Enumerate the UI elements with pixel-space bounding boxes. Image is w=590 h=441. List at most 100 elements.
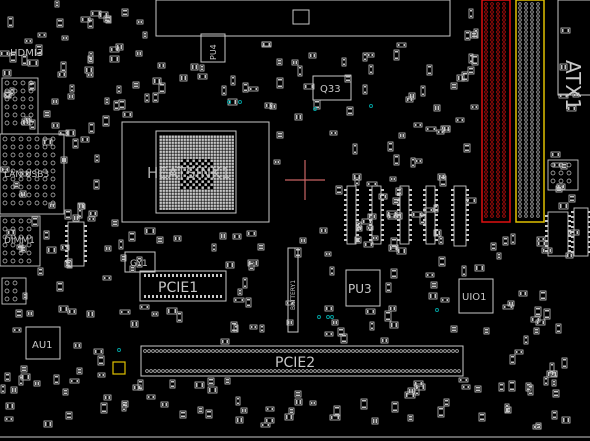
- smd-part[interactable]: [269, 103, 277, 110]
- smd-part[interactable]: [230, 321, 238, 333]
- smd-part[interactable]: [561, 416, 571, 424]
- smd-part[interactable]: [463, 143, 471, 153]
- smd-part[interactable]: [363, 241, 374, 248]
- smd-part[interactable]: [104, 245, 112, 252]
- smd-part[interactable]: [73, 342, 82, 349]
- smd-part[interactable]: [65, 411, 73, 420]
- smd-part[interactable]: [51, 98, 59, 105]
- smd-part[interactable]: [346, 106, 354, 116]
- smd-part[interactable]: [532, 424, 542, 430]
- smd-part[interactable]: [533, 327, 540, 335]
- smd-part[interactable]: [440, 125, 451, 131]
- smd-part[interactable]: [69, 84, 75, 93]
- smd-part[interactable]: [319, 227, 328, 234]
- smd-part[interactable]: [552, 389, 560, 398]
- smd-part[interactable]: [464, 30, 471, 41]
- smd-part[interactable]: [80, 16, 91, 23]
- smd-part[interactable]: [56, 281, 64, 292]
- smd-part[interactable]: [2, 69, 12, 77]
- smd-part[interactable]: [62, 388, 69, 396]
- smd-part[interactable]: [20, 365, 28, 373]
- smd-part[interactable]: [414, 385, 420, 396]
- smd-part[interactable]: [259, 324, 265, 333]
- smd-part[interactable]: [518, 290, 528, 297]
- smd-part[interactable]: [504, 403, 510, 413]
- battery-component[interactable]: BATTERY1: [287, 247, 299, 333]
- smd-part[interactable]: [43, 420, 53, 428]
- smd-part[interactable]: [242, 277, 248, 289]
- smd-part[interactable]: [9, 87, 15, 96]
- smd-part[interactable]: [276, 131, 284, 139]
- smd-part[interactable]: [568, 194, 576, 203]
- smd-part[interactable]: [368, 64, 374, 75]
- smd-part[interactable]: [473, 28, 479, 39]
- smd-part[interactable]: [407, 414, 414, 422]
- smd-part[interactable]: [396, 42, 407, 48]
- smd-part[interactable]: [10, 386, 18, 394]
- smd-part[interactable]: [48, 202, 56, 209]
- smd-part[interactable]: [20, 171, 30, 177]
- smd-part[interactable]: [156, 236, 164, 244]
- smd-part[interactable]: [19, 190, 27, 198]
- smd-part[interactable]: [551, 410, 558, 420]
- smd-part[interactable]: [468, 53, 474, 64]
- smd-part[interactable]: [389, 321, 399, 329]
- smd-part[interactable]: [102, 275, 112, 281]
- smd-part[interactable]: [335, 185, 343, 195]
- smd-part[interactable]: [109, 46, 120, 53]
- smd-part[interactable]: [324, 331, 334, 337]
- smd-part[interactable]: [303, 83, 315, 90]
- smd-part[interactable]: [221, 85, 227, 96]
- smd-part[interactable]: [224, 377, 231, 385]
- smd-part[interactable]: [121, 402, 127, 412]
- smd-part[interactable]: [340, 333, 348, 344]
- port-connector[interactable]: [0, 133, 65, 215]
- smd-part[interactable]: [436, 129, 445, 135]
- smd-part[interactable]: [103, 394, 112, 401]
- smd-part[interactable]: [142, 31, 148, 39]
- smd-part[interactable]: [24, 38, 33, 44]
- smd-part[interactable]: [527, 384, 534, 396]
- smd-part[interactable]: [80, 136, 90, 143]
- pu4-component[interactable]: PU4: [200, 33, 226, 63]
- smd-part[interactable]: [467, 66, 475, 75]
- smd-part[interactable]: [450, 82, 458, 90]
- smd-part[interactable]: [104, 97, 110, 105]
- smd-part[interactable]: [144, 227, 156, 235]
- smd-part[interactable]: [9, 52, 17, 63]
- smd-part[interactable]: [555, 323, 562, 334]
- smd-part[interactable]: [502, 304, 514, 310]
- smd-part[interactable]: [160, 401, 169, 408]
- smd-part[interactable]: [331, 319, 339, 326]
- smd-part[interactable]: [169, 379, 176, 389]
- smd-part[interactable]: [566, 105, 577, 112]
- dimm-connector-red[interactable]: [481, 0, 511, 223]
- smd-part[interactable]: [166, 307, 178, 315]
- smd-part[interactable]: [139, 304, 150, 310]
- smd-part[interactable]: [227, 98, 238, 106]
- smd-part[interactable]: [116, 85, 122, 94]
- smd-part[interactable]: [265, 406, 275, 412]
- smd-part[interactable]: [450, 325, 458, 333]
- smd-part[interactable]: [207, 377, 215, 386]
- smd-part[interactable]: [286, 319, 294, 326]
- smd-part[interactable]: [87, 216, 96, 222]
- smd-part[interactable]: [329, 266, 335, 276]
- smd-part[interactable]: [97, 355, 105, 366]
- smd-part[interactable]: [371, 417, 379, 425]
- smd-part[interactable]: [261, 41, 272, 47]
- smd-part[interactable]: [35, 44, 43, 56]
- smd-part[interactable]: [365, 308, 376, 315]
- smd-part[interactable]: [291, 59, 299, 66]
- smd-part[interactable]: [294, 113, 303, 121]
- smd-part[interactable]: [420, 85, 426, 97]
- smd-part[interactable]: [246, 230, 257, 237]
- smd-part[interactable]: [294, 398, 303, 406]
- smd-part[interactable]: [42, 138, 53, 146]
- pu3-component[interactable]: PU3: [345, 269, 381, 307]
- smd-part[interactable]: [205, 409, 213, 419]
- smd-part[interactable]: [309, 400, 317, 406]
- smd-part[interactable]: [474, 385, 482, 393]
- ic-chip[interactable]: [451, 185, 469, 247]
